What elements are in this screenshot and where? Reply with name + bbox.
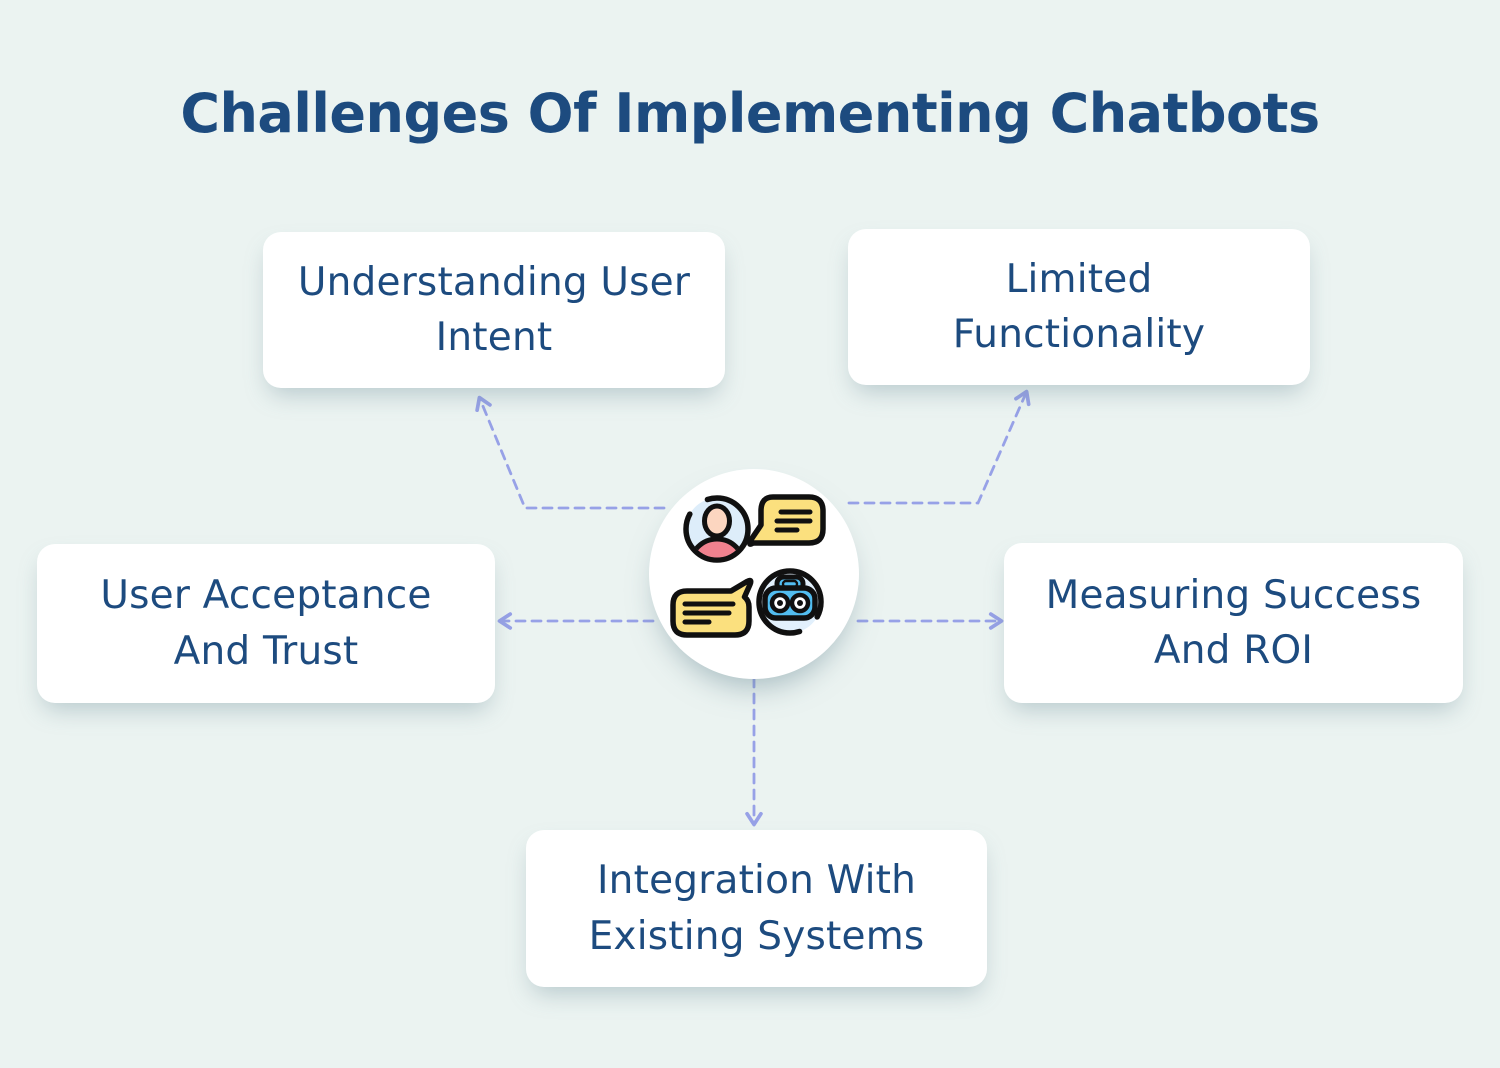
node-label-line: Limited: [1005, 256, 1153, 302]
node-label-line: User Acceptance: [100, 573, 432, 619]
node-label-line: Existing Systems: [588, 913, 925, 959]
speech-bubble-icon: [747, 494, 826, 547]
node-limited-functionality: Limited Functionality: [848, 229, 1310, 385]
node-label-line: Measuring Success: [1045, 572, 1422, 618]
node-label-line: And ROI: [1153, 628, 1314, 673]
node-understanding-user-intent: Understanding User Intent: [263, 232, 725, 388]
robot-icon: [756, 568, 824, 636]
node-label-line: Intent: [435, 315, 553, 360]
node-label-line: Integration With: [596, 858, 917, 904]
user-avatar-icon: [683, 495, 751, 563]
user-chatbot-conversation-icon: [670, 494, 826, 638]
node-user-acceptance-and-trust: User Acceptance And Trust: [37, 544, 495, 703]
node-label-line: And Trust: [173, 628, 359, 674]
node-measuring-success-and-roi: Measuring Success And ROI: [1004, 543, 1463, 703]
node-integration-with-existing-systems: Integration With Existing Systems: [526, 830, 987, 987]
connector-to-understanding-user-intent: [475, 395, 666, 510]
page-title: Challenges Of Implementing Chatbots: [180, 82, 1320, 145]
center-hub: [649, 469, 859, 679]
node-label-line: Functionality: [952, 312, 1206, 357]
node-label-line: Understanding User: [297, 259, 691, 305]
connector-to-limited-functionality: [847, 389, 1031, 505]
speech-bubble-icon: [670, 577, 754, 638]
